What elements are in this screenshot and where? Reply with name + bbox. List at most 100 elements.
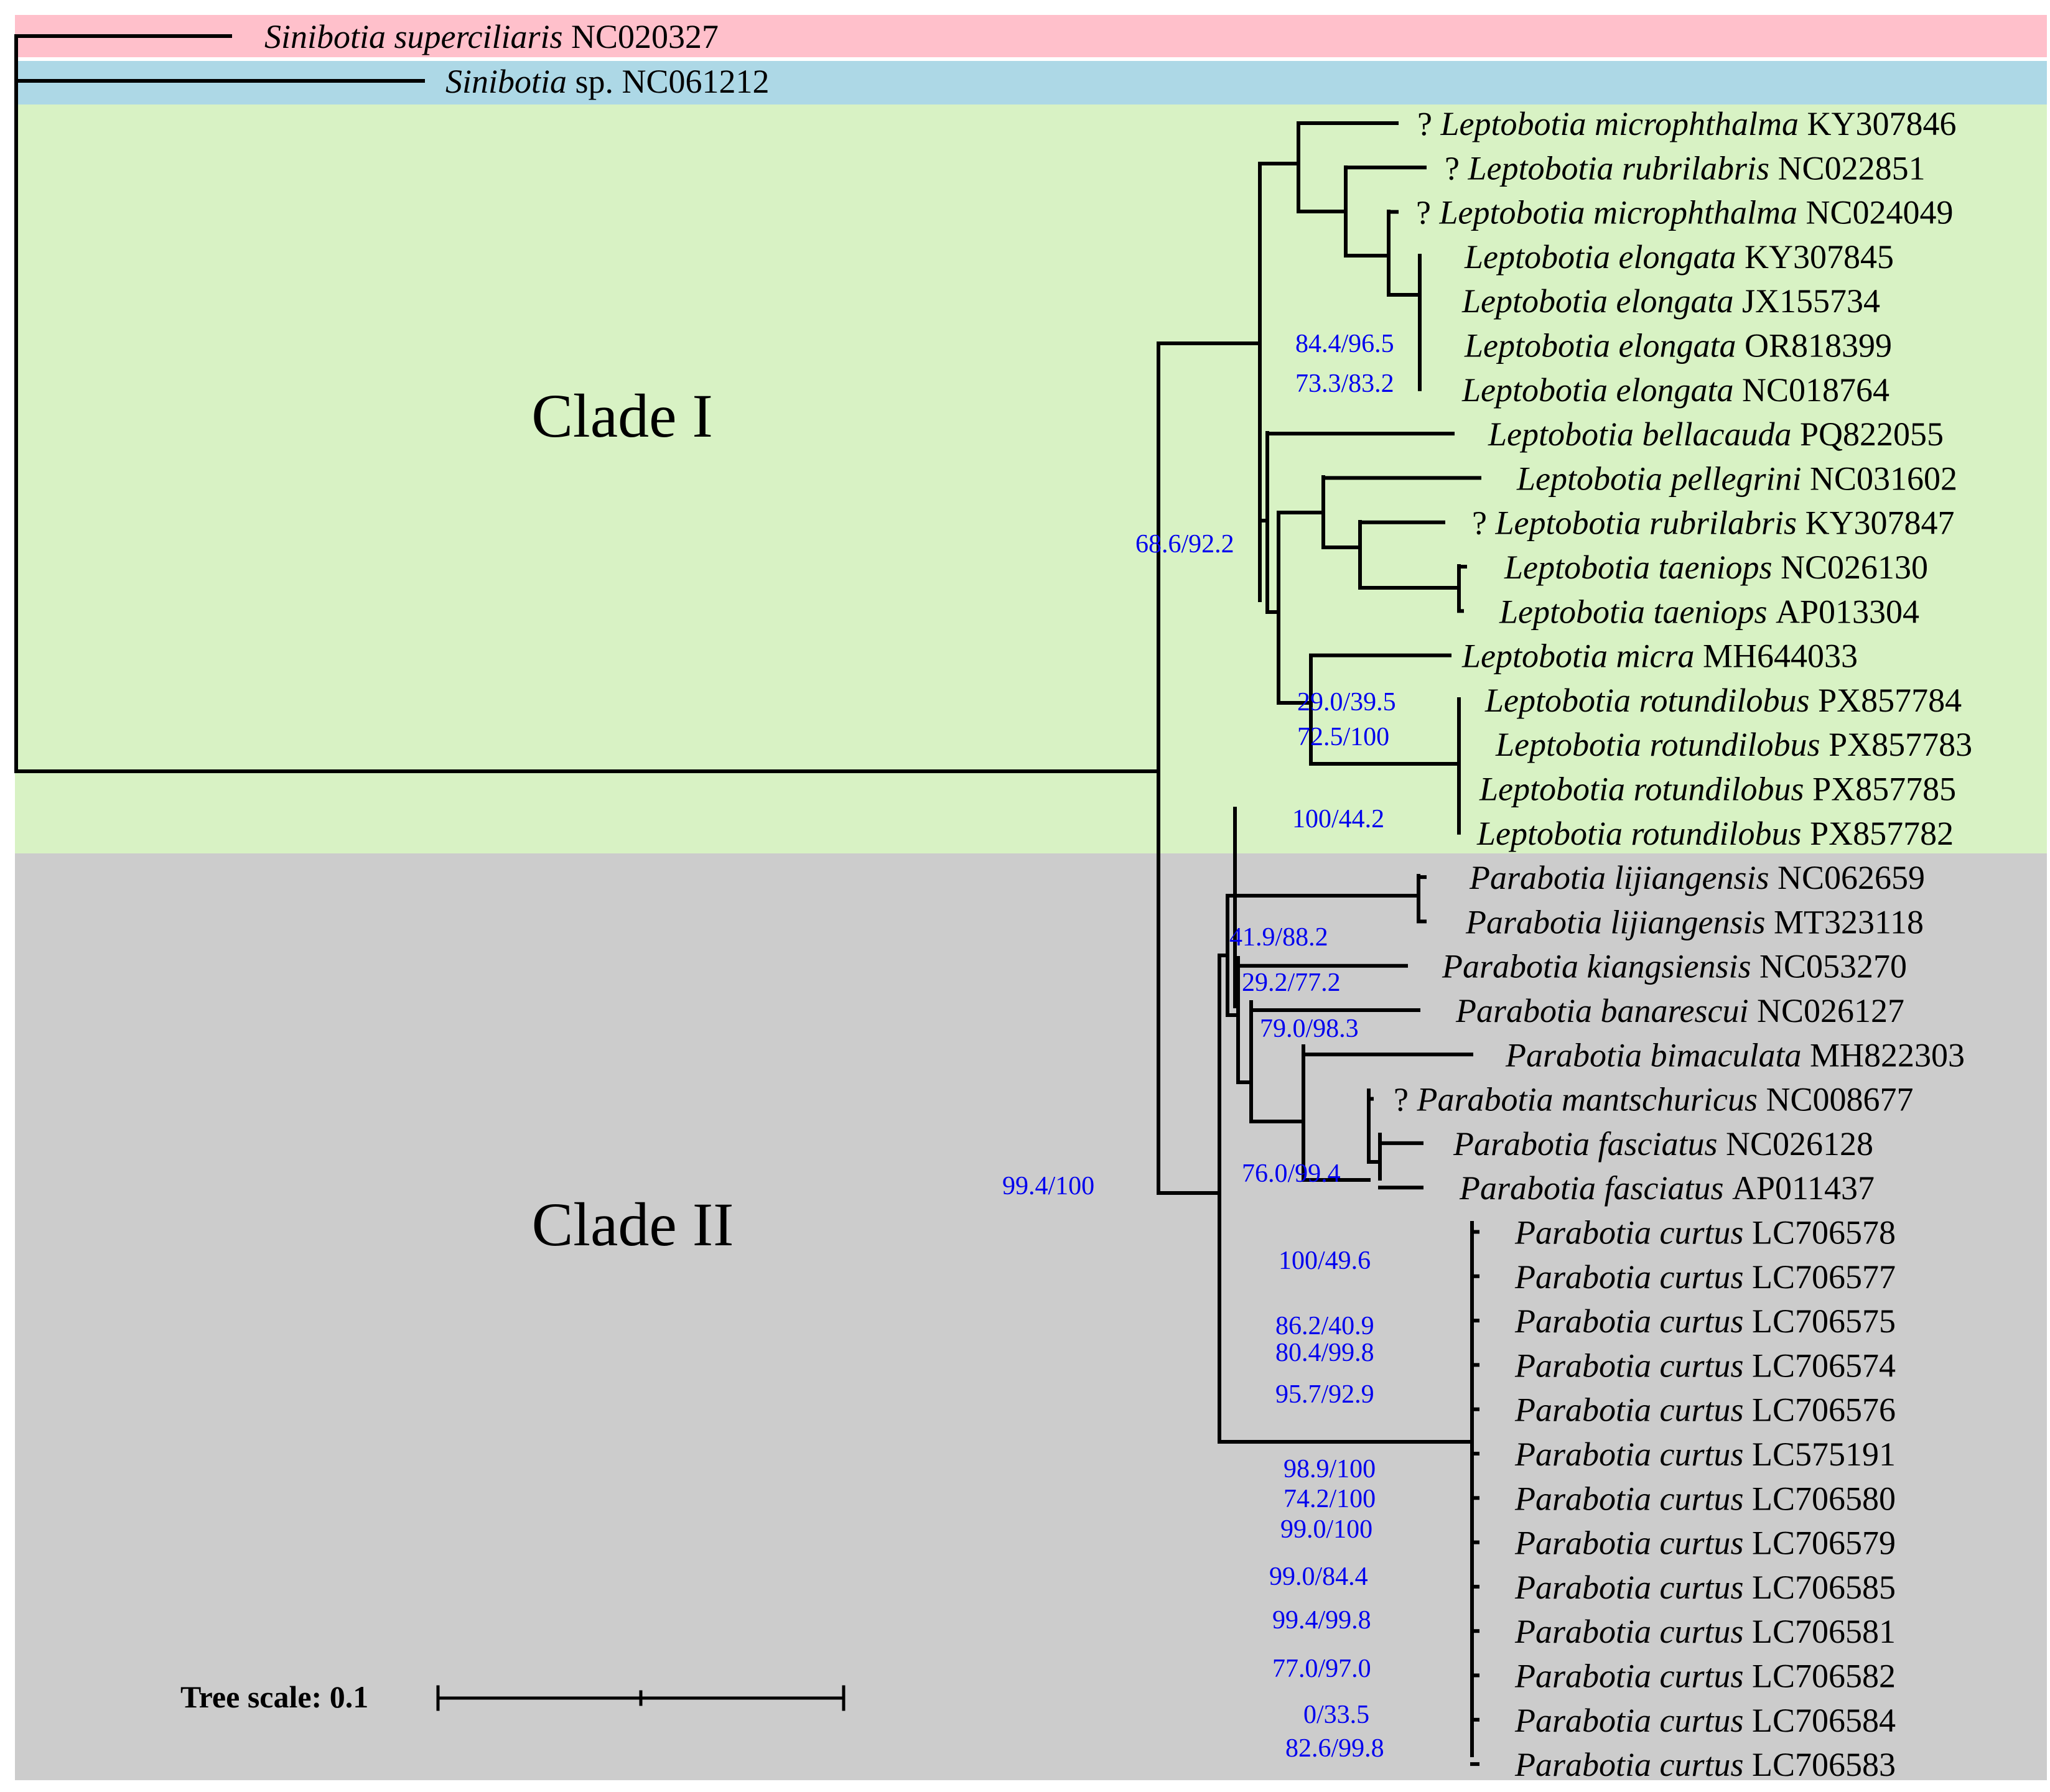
tip-label: Parabotia curtus LC706580 [1514,1480,1896,1517]
tip-epithet: taeniops [1659,549,1781,586]
support-value: 99.0/84.4 [1269,1562,1368,1591]
tip-label: Parabotia fasciatus AP011437 [1459,1169,1875,1207]
tip-epithet: microphthalma [1595,105,1807,142]
tip-genus: Parabotia [1514,1525,1660,1562]
tip-accession: NC026128 [1726,1125,1873,1163]
tip-label: Leptobotia elongata KY307845 [1464,238,1894,276]
tip-genus: Leptobotia [1499,593,1654,630]
tip-epithet: curtus [1660,1391,1753,1429]
tip-label: Leptobotia bellacauda PQ822055 [1488,416,1944,453]
tip-label: Parabotia kiangsiensis NC053270 [1442,948,1907,985]
tip-accession: MH644033 [1703,638,1858,675]
tip-epithet: sp. [575,63,622,100]
tip-accession: NC024049 [1805,194,1953,231]
tip-label: Leptobotia rotundilobus PX857783 [1495,726,1972,763]
tip-label: Parabotia banarescui NC026127 [1455,992,1904,1029]
tip-genus: Leptobotia [1494,504,1649,542]
tip-genus: Leptobotia [1516,460,1671,497]
support-value: 79.0/98.3 [1260,1014,1359,1043]
tip-accession: NC018764 [1742,371,1889,409]
tip-label: ? Leptobotia rubrilabris KY307847 [1472,504,1955,542]
tip-label: Parabotia bimaculata MH822303 [1505,1036,1965,1074]
tip-labels: Sinibotia superciliaris NC020327Siniboti… [264,18,1972,1783]
tip-query-mark: ? [1394,1081,1417,1118]
tip-label: Parabotia curtus LC706583 [1514,1746,1896,1783]
clade-background-bands [15,15,2047,1780]
tip-accession: LC706578 [1752,1214,1896,1251]
tip-epithet: elongata [1616,282,1742,320]
tip-epithet: kiangsiensis [1587,948,1760,985]
tip-label: Parabotia lijiangensis NC062659 [1469,859,1925,896]
clade-2-label: Clade II [532,1190,734,1259]
support-value: 72.5/100 [1297,723,1389,751]
tip-label: ? Leptobotia microphthalma KY307846 [1417,105,1956,142]
tip-genus: Sinibotia [264,18,394,55]
support-value: 82.6/99.8 [1285,1734,1384,1763]
tip-label: Parabotia fasciatus NC026128 [1453,1125,1873,1163]
tip-label: Parabotia curtus LC706577 [1514,1258,1896,1296]
tip-epithet: rotundilobus [1634,771,1813,808]
tip-genus: Parabotia [1505,1036,1651,1074]
tip-accession: LC575191 [1752,1436,1896,1473]
tip-epithet: curtus [1660,1436,1753,1473]
tree-scale-bar: Tree scale: 0.1 [180,1679,846,1714]
tip-label: Leptobotia micra MH644033 [1461,638,1858,675]
tip-epithet: elongata [1619,327,1745,364]
tip-accession: PX857785 [1812,771,1956,808]
support-value: 84.4/96.5 [1295,330,1394,358]
support-value: 73.3/83.2 [1295,369,1394,398]
tip-accession: KY307845 [1745,238,1894,276]
tip-label: Parabotia curtus LC706576 [1514,1391,1896,1429]
tip-genus: Parabotia [1514,1214,1660,1251]
tip-label: Leptobotia elongata JX155734 [1461,282,1880,320]
support-value: 100/44.2 [1292,805,1384,833]
tip-epithet: curtus [1660,1258,1753,1296]
tip-accession: LC706574 [1752,1347,1896,1384]
tip-accession: PX857784 [1818,682,1962,719]
tip-epithet: lijiangensis [1614,859,1778,896]
tip-genus: Parabotia [1453,1125,1598,1163]
tip-epithet: curtus [1660,1746,1753,1783]
tip-query-mark: ? [1416,194,1439,231]
tip-genus: Leptobotia [1464,238,1619,276]
tip-epithet: taeniops [1654,593,1776,630]
tip-genus: Parabotia [1514,1347,1660,1384]
tip-accession: NC026130 [1781,549,1928,586]
tip-query-mark: ? [1472,504,1495,542]
tip-accession: LC706579 [1752,1525,1896,1562]
support-value: 41.9/88.2 [1229,923,1328,952]
tip-label: Leptobotia elongata NC018764 [1461,371,1889,409]
tip-genus: Leptobotia [1438,194,1593,231]
tip-query-mark: ? [1417,105,1440,142]
tip-accession: NC026127 [1757,992,1904,1029]
tip-epithet: curtus [1660,1480,1753,1517]
tip-genus: Parabotia [1416,1081,1562,1118]
tip-accession: AP011437 [1732,1169,1875,1207]
tip-genus: Parabotia [1514,1658,1660,1695]
tip-genus: Leptobotia [1461,371,1616,409]
support-value: 76.0/99.4 [1242,1159,1341,1188]
tip-epithet: bellacauda [1642,416,1800,453]
tip-genus: Parabotia [1455,992,1601,1029]
tip-genus: Parabotia [1514,1569,1660,1606]
tip-genus: Leptobotia [1479,771,1634,808]
tip-accession: LC706577 [1752,1258,1896,1296]
tip-genus: Parabotia [1469,859,1614,896]
tip-epithet: pellegrini [1669,460,1810,497]
tip-accession: PX857783 [1829,726,1972,763]
tip-accession: KY307847 [1805,504,1955,542]
tip-epithet: curtus [1660,1702,1753,1739]
tip-genus: Leptobotia [1504,549,1659,586]
tip-label: Parabotia curtus LC706574 [1514,1347,1896,1384]
tip-genus: Parabotia [1442,948,1587,985]
tip-epithet: curtus [1660,1347,1753,1384]
tip-label: Parabotia curtus LC575191 [1514,1436,1896,1473]
tip-epithet: micra [1616,638,1703,675]
tip-accession: LC706584 [1752,1702,1896,1739]
tip-genus: Leptobotia [1461,638,1616,675]
tip-accession: NC062659 [1777,859,1925,896]
tip-label: Leptobotia taeniops NC026130 [1504,549,1928,586]
tip-epithet: elongata [1619,238,1745,276]
